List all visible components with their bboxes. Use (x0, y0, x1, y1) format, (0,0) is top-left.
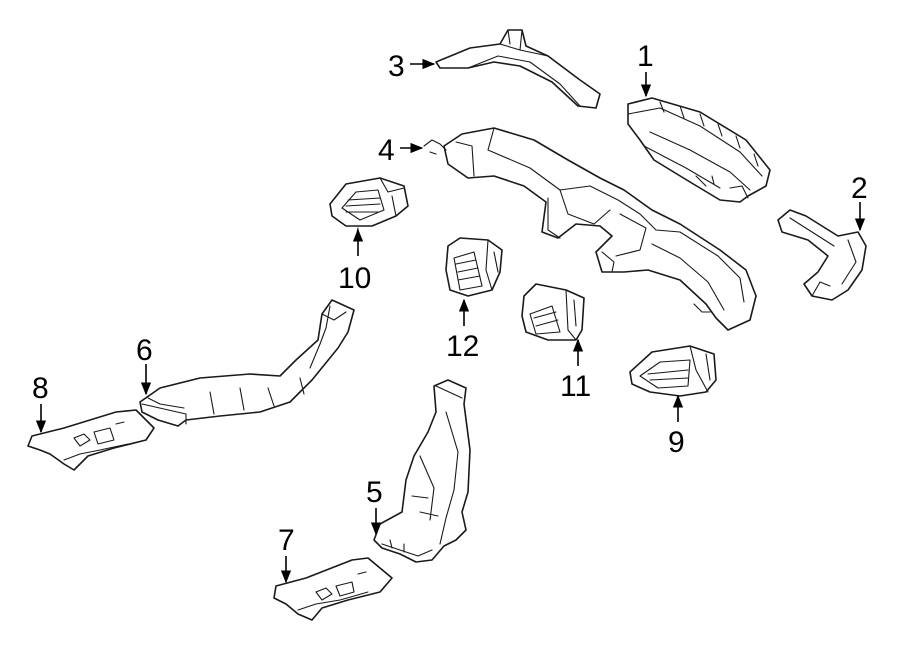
callout-8: 8 (32, 372, 49, 405)
part-11-center-vent-right (521, 283, 585, 341)
callout-7: 7 (278, 524, 295, 557)
part-1-center-vent-housing (627, 97, 771, 203)
callout-3: 3 (388, 50, 405, 83)
callout-11: 11 (560, 370, 591, 403)
part-4-main-distribution-duct (423, 127, 757, 331)
callout-4: 4 (378, 134, 395, 167)
part-8-left-floor-plate (27, 409, 155, 471)
part-9-right-dash-vent (629, 345, 717, 397)
part-3-defroster-duct (435, 29, 601, 109)
callout-5: 5 (366, 476, 383, 509)
part-12-center-vent-left (445, 237, 503, 297)
callout-10: 10 (338, 262, 371, 295)
callout-12: 12 (446, 330, 479, 363)
callout-1: 1 (637, 40, 654, 73)
callout-2: 2 (851, 172, 868, 205)
part-2-side-duct (777, 209, 867, 301)
part-5-right-floor-duct (373, 379, 471, 563)
part-6-left-floor-duct (139, 299, 355, 427)
callout-9: 9 (668, 426, 685, 459)
callout-labels: 1 2 3 4 5 6 7 8 9 10 11 12 (32, 40, 868, 557)
part-7-right-floor-plate (273, 557, 393, 621)
leader-lines (35, 58, 866, 584)
part-10-left-dash-vent (329, 177, 409, 241)
callout-6: 6 (136, 334, 153, 367)
